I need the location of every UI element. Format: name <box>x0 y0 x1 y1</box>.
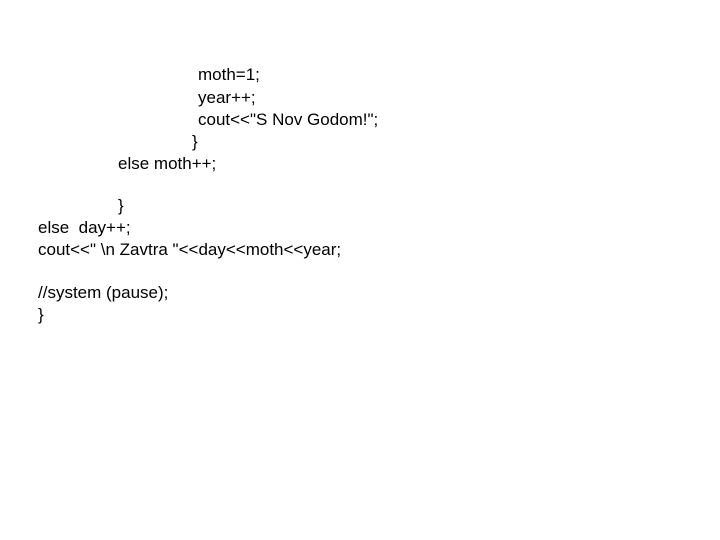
closing-brace: } <box>118 196 124 215</box>
closing-brace: } <box>38 305 44 324</box>
code-line: year++; <box>198 88 256 107</box>
closing-brace: } <box>192 132 198 151</box>
comment-line: //system (pause); <box>38 283 169 302</box>
code-line: else moth++; <box>118 154 217 173</box>
code-line: cout<<" \n Zavtra "<<day<<moth<<year; <box>38 240 342 259</box>
code-line: moth=1; <box>198 65 260 84</box>
code-line: cout<<"S Nov Godom!"; <box>198 110 379 129</box>
code-line: else day++; <box>38 218 131 237</box>
